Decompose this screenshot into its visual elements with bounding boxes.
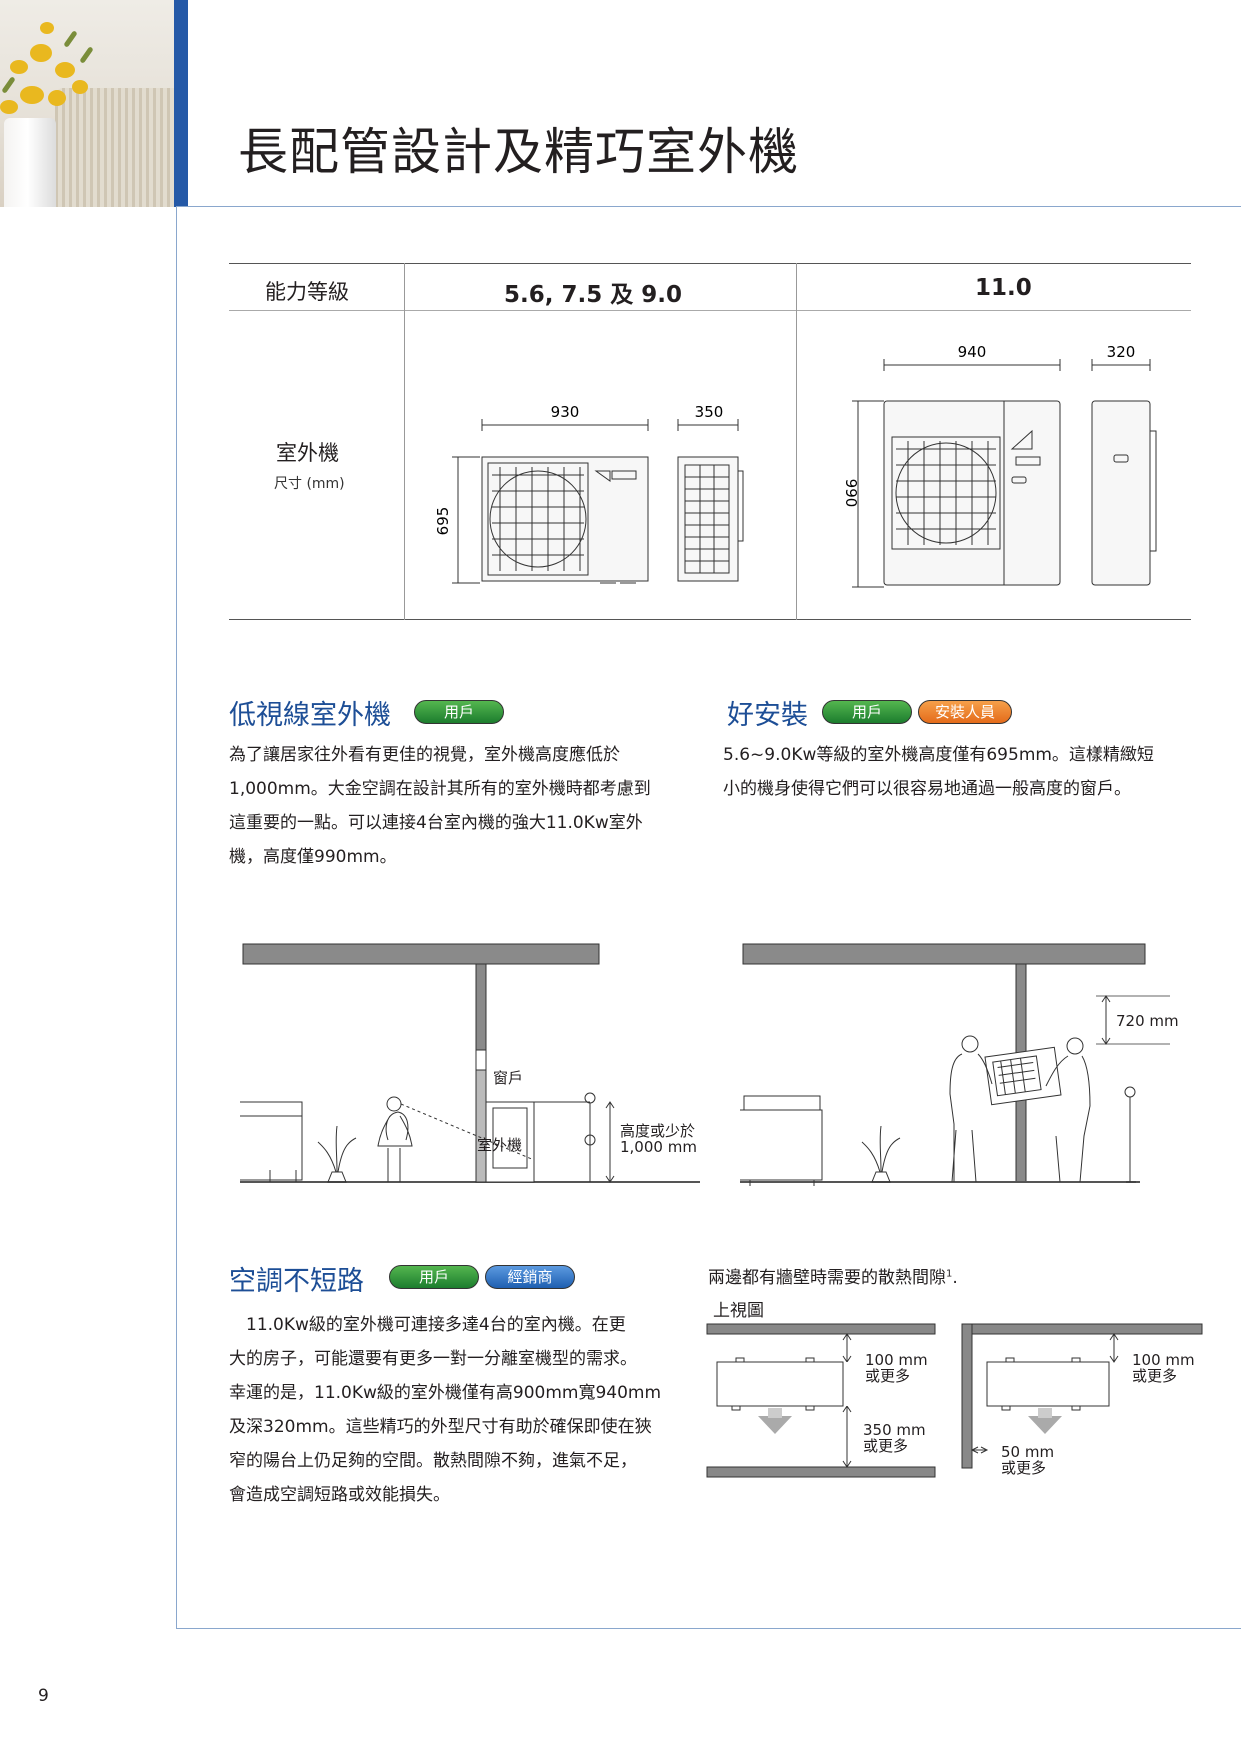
- small-width-label: 930: [551, 403, 580, 421]
- no-short-text: 11.0Kw級的室外機可連接多達4台的室內機。在更 大的房子，可能還要有更多一對…: [229, 1315, 662, 1505]
- large-width-label: 940: [958, 343, 987, 361]
- easy-install-diagram: 720 mm: [740, 943, 1179, 1186]
- badge-user: 用戶: [822, 700, 912, 724]
- window-label: 窗戶: [493, 1069, 523, 1087]
- section-title-no-short: 空調不短路: [229, 1266, 364, 1297]
- table-rule: [229, 263, 1191, 264]
- large-height-label: 990: [842, 479, 860, 508]
- small-unit-drawing: 930 350 695: [434, 403, 744, 584]
- capacity-large: 11.0: [975, 275, 1032, 301]
- section-title-easy-install: 好安裝: [727, 700, 808, 731]
- divider: [176, 1628, 1241, 1629]
- page-title: 長配管設計及精巧室外機: [238, 123, 799, 181]
- section-title-low-sight: 低視線室外機: [229, 700, 391, 731]
- small-height-label: 695: [434, 507, 452, 536]
- capacity-label: 能力等級: [265, 280, 349, 304]
- large-unit-drawing: 940 320 990: [842, 343, 1157, 588]
- page-number: 9: [38, 1686, 49, 1706]
- badge-user: 用戶: [414, 700, 504, 724]
- badge-dealer: 經銷商: [485, 1265, 575, 1289]
- badge-user: 用戶: [389, 1265, 479, 1289]
- clearance-diagram: [706, 1323, 1203, 1478]
- header-photo: [0, 0, 174, 207]
- top-view-label: 上視圖: [713, 1301, 764, 1321]
- small-depth-label: 350: [695, 403, 724, 421]
- table-rule: [229, 310, 1191, 311]
- capacity-small: 5.6, 7.5 及 9.0: [504, 282, 682, 308]
- low-sight-diagram: 窗戶 室外機 高度或少於 1,000 mm: [240, 943, 700, 1183]
- large-depth-label: 320: [1107, 343, 1136, 361]
- table-rule: [796, 263, 797, 620]
- divider: [176, 206, 1241, 207]
- divider: [176, 207, 177, 1629]
- table-rule: [404, 263, 405, 620]
- install-height-label: 720 mm: [1116, 1012, 1179, 1030]
- header-accent-bar: [174, 0, 188, 207]
- easy-install-text: 5.6~9.0Kw等級的室外機高度僅有695mm。這樣精緻短 小的機身使得它們可…: [723, 745, 1154, 799]
- outdoor-unit-label: 室外機: [477, 1136, 522, 1154]
- height-label-1: 高度或少於: [620, 1122, 695, 1140]
- height-label-2: 1,000 mm: [620, 1138, 697, 1156]
- clearance-intro: 兩邊都有牆壁時需要的散熱間隙1.: [708, 1268, 958, 1288]
- low-sight-text: 為了讓居家往外看有更佳的視覺，室外機高度應低於 1,000mm。大金空調在設計其…: [229, 745, 651, 867]
- outdoor-unit-label: 室外機: [276, 441, 339, 465]
- table-rule: [229, 619, 1191, 620]
- dimension-unit-label: 尺寸 (mm): [274, 476, 345, 492]
- badge-installer: 安裝人員: [918, 700, 1012, 724]
